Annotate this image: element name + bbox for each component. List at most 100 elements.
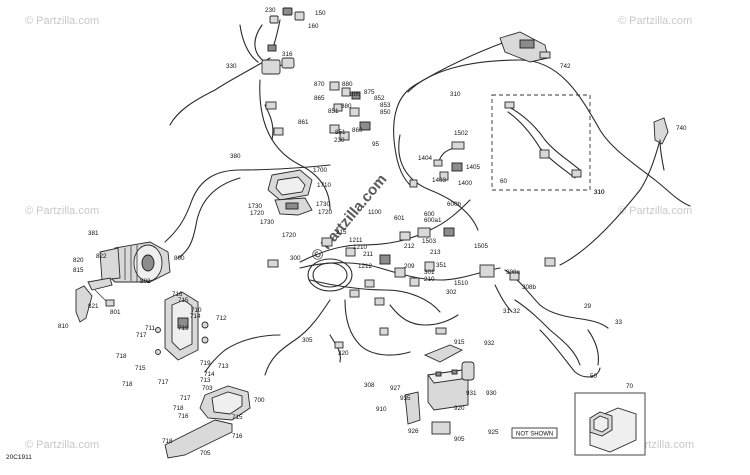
not-shown-label: NOT SHOWN <box>516 432 553 438</box>
callout-c860: 860 <box>352 127 363 134</box>
callout-c705: 705 <box>200 450 211 457</box>
callout-c716c: 716 <box>232 433 243 440</box>
callout-c213: 213 <box>430 249 441 256</box>
callout-c212: 212 <box>404 243 415 250</box>
callout-c310c: 310 <box>594 189 605 196</box>
callout-c927: 927 <box>390 385 401 392</box>
relay-cluster <box>329 81 371 141</box>
callout-c1720b: 1720 <box>318 209 333 216</box>
harness-wires <box>164 41 691 378</box>
callout-c1710: 1710 <box>317 182 332 189</box>
not-shown-box: NOT SHOWN <box>511 427 558 439</box>
callout-c1404: 1404 <box>418 155 433 162</box>
callout-c330: 330 <box>226 63 237 70</box>
callout-c1510: 1510 <box>454 280 469 287</box>
callout-c821: 821 <box>88 303 99 310</box>
callout-c211: 211 <box>363 251 374 258</box>
callout-c1730c: 1730 <box>316 201 331 208</box>
callout-c230b: 230 <box>334 137 345 144</box>
housing-710 <box>155 291 209 361</box>
callout-c209: 209 <box>404 263 415 270</box>
callout-c1210: 1210 <box>353 244 368 251</box>
callout-c1211: 1211 <box>349 237 363 244</box>
callout-c926: 926 <box>408 428 419 435</box>
callout-c852: 852 <box>374 95 385 102</box>
callout-c718c: 718 <box>173 405 184 412</box>
callout-c880b: 880 <box>341 103 352 110</box>
callout-c300: 300 <box>290 255 301 262</box>
callout-c29: 29 <box>584 303 592 310</box>
callout-c880: 880 <box>342 81 353 88</box>
callout-c210: 210 <box>424 276 435 283</box>
callout-c308: 308 <box>364 382 375 389</box>
callout-c1405: 1405 <box>466 164 481 171</box>
callout-c302: 302 <box>446 289 457 296</box>
callout-c930: 930 <box>486 390 497 397</box>
callout-c1730b: 1730 <box>260 219 275 226</box>
callout-c875: 875 <box>364 89 375 96</box>
callout-c1100: 1100 <box>368 209 382 216</box>
callout-c815: 815 <box>73 267 84 274</box>
inset-box-70 <box>574 392 646 456</box>
callout-c718: 718 <box>116 353 127 360</box>
callout-c1400: 1400 <box>458 180 473 187</box>
callout-c712: 712 <box>216 315 227 322</box>
callout-c600: 600 <box>424 211 435 218</box>
callout-c717b: 717 <box>158 379 169 386</box>
watermark-mid-left: © Partzilla.com <box>25 205 99 217</box>
callout-c1505: 1505 <box>474 243 489 250</box>
callout-c713: 713 <box>218 363 229 370</box>
callout-c703: 703 <box>202 385 213 392</box>
callout-c1730: 1730 <box>248 203 263 210</box>
callout-c1502: 1502 <box>454 130 469 137</box>
callout-c935: 935 <box>400 395 411 402</box>
callout-c70: 70 <box>626 383 634 390</box>
callout-c715: 715 <box>178 297 189 304</box>
harness-loop-300 <box>267 258 353 292</box>
callout-c740: 740 <box>676 125 687 132</box>
callout-c711: 711 <box>145 325 156 332</box>
callout-c717c: 717 <box>180 395 191 402</box>
callout-c719b: 719 <box>200 360 211 367</box>
top-harness-cluster <box>239 7 305 75</box>
callout-c886: 886 <box>350 91 361 98</box>
callout-c920: 920 <box>454 405 465 412</box>
callout-c301: 301 <box>424 269 435 276</box>
callout-c932: 932 <box>484 340 495 347</box>
callout-c50: 50 <box>590 373 598 380</box>
callout-c1720: 1720 <box>250 210 265 217</box>
callout-c310: 310 <box>450 91 461 98</box>
callout-c60: 60 <box>500 178 508 185</box>
callout-c351: 351 <box>436 262 447 269</box>
callout-c820: 820 <box>73 257 84 264</box>
callout-c714: 714 <box>190 313 201 320</box>
callout-c851b: 851 <box>335 129 346 136</box>
callout-c710: 710 <box>191 307 202 314</box>
callout-c851: 851 <box>328 108 339 115</box>
callout-c600a1: 600a1 <box>424 217 442 224</box>
callout-c850: 850 <box>380 109 391 116</box>
callout-c381: 381 <box>88 230 99 237</box>
wire-305 <box>329 334 344 363</box>
callout-c742: 742 <box>560 63 571 70</box>
callout-c718b: 718 <box>122 381 133 388</box>
callout-c931: 931 <box>466 390 477 397</box>
callout-c305: 305 <box>302 337 313 344</box>
callout-c714b: 714 <box>204 371 215 378</box>
callout-c700: 700 <box>254 397 265 404</box>
callout-c719: 719 <box>178 325 189 332</box>
connector-cluster-center <box>321 227 556 336</box>
watermark-mid-right: © Partzilla.com <box>618 205 692 217</box>
callout-c717: 717 <box>136 332 147 339</box>
callout-c31: 31 <box>503 308 511 315</box>
callout-c150: 150 <box>315 10 326 17</box>
callout-c715c: 715 <box>232 414 243 421</box>
callout-c308a: 308a <box>506 269 521 276</box>
callout-c822: 822 <box>96 253 107 260</box>
callout-c1212: 1212 <box>358 263 373 270</box>
callout-c600b: 600b <box>447 201 462 208</box>
callout-c910: 910 <box>376 406 387 413</box>
callout-c853: 853 <box>380 102 391 109</box>
callout-c870: 870 <box>314 81 325 88</box>
callout-c915: 915 <box>454 339 465 346</box>
